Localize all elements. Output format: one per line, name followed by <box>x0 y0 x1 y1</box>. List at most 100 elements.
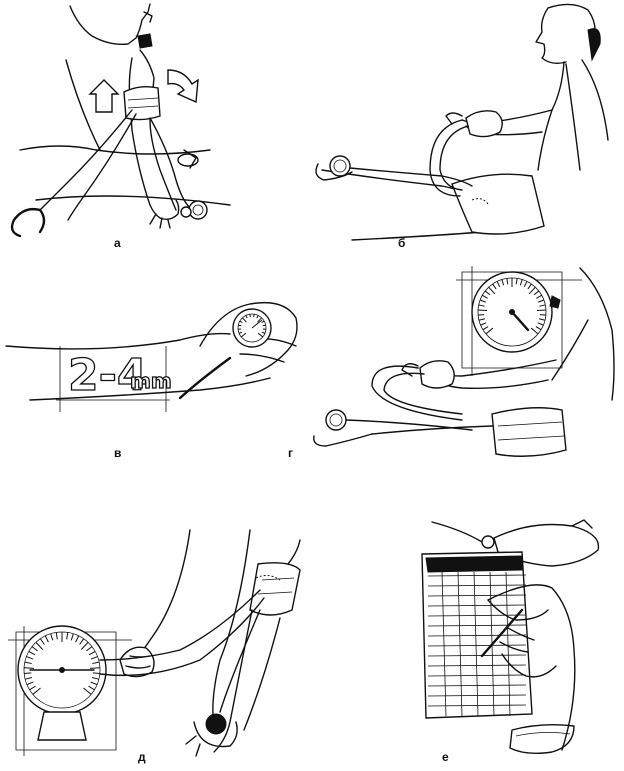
form-row-line <box>428 575 526 576</box>
illustration-panel-d: д <box>0 460 312 771</box>
caption-a: а <box>114 236 121 250</box>
caption-e: е <box>442 750 449 764</box>
gauge-tick <box>493 284 496 289</box>
gauge-tick <box>40 639 44 645</box>
gauge-tick <box>239 332 242 333</box>
gauge-tick <box>507 278 508 284</box>
gauge-tick <box>76 636 79 642</box>
form-column-line <box>474 572 478 716</box>
drawing-pressure-palpation <box>312 0 624 250</box>
gauge-tick <box>45 636 48 642</box>
gauge-tick <box>56 632 57 639</box>
gauge-tick <box>528 284 531 289</box>
gauge-tick <box>51 634 53 641</box>
cuff-gap-value: 2-4 <box>68 350 148 401</box>
gauge-tick <box>83 688 91 694</box>
gauge-tick <box>538 323 544 325</box>
gauge-tick <box>478 310 487 311</box>
gauge-tick <box>238 325 241 326</box>
gauge-tick <box>24 673 31 674</box>
caption-v: в <box>114 446 122 460</box>
form-row-line <box>428 595 526 596</box>
gauge-tick <box>536 327 541 330</box>
gauge-tick <box>536 295 541 298</box>
form-row-line <box>428 615 526 616</box>
gauge-tick <box>524 281 527 286</box>
gauge-tick <box>91 657 98 659</box>
illustration-panel-g: г <box>288 250 624 460</box>
gauge-tick <box>25 677 32 679</box>
gauge-scale <box>478 278 546 334</box>
gauge-tick <box>534 291 539 295</box>
gauge-tick <box>24 668 34 669</box>
gauge-tick <box>262 332 265 333</box>
gauge-tick <box>88 686 94 690</box>
gauge-tick <box>520 280 522 286</box>
gauge-tick <box>263 325 266 326</box>
drawing-recording-results <box>312 460 624 771</box>
gauge-tick <box>91 682 97 685</box>
gauge-tick <box>483 327 488 330</box>
gauge-tick <box>478 315 484 316</box>
form-row-line <box>428 635 526 636</box>
gauge-tick <box>538 300 544 302</box>
drawing-aneroid-reading <box>312 250 624 460</box>
gauge-tick <box>489 287 495 294</box>
gauge-tick <box>246 315 247 318</box>
form-row-line <box>428 605 526 606</box>
form-column-line <box>442 572 446 716</box>
gauge-tick <box>92 662 99 663</box>
gauge-tick <box>502 280 504 286</box>
gauge-tick <box>531 328 538 334</box>
gauge-tick <box>485 291 490 295</box>
gauge-tick <box>539 319 545 320</box>
gauge-tick <box>90 668 100 669</box>
gauge-tick <box>92 677 99 679</box>
illustration-panel-a: а <box>0 0 312 250</box>
gauge-tick <box>89 651 95 654</box>
gauge-tick <box>25 662 32 663</box>
gauge-tick <box>29 651 35 654</box>
form-column-line <box>506 572 510 716</box>
gauge-tick <box>67 632 68 639</box>
gauge-tick <box>27 682 33 685</box>
gauge-tick <box>241 333 246 337</box>
gauge-tick <box>32 647 38 651</box>
gauge-tick <box>30 686 36 690</box>
gauge-tick <box>80 639 84 645</box>
gauge-scale <box>238 314 266 337</box>
caption-b: б <box>398 236 406 250</box>
gauge-tick <box>240 321 243 322</box>
gauge-tick <box>516 278 517 284</box>
gauge-tick <box>36 642 43 649</box>
gauge-tick <box>537 310 546 311</box>
drawing-pressure-reading-stethoscope <box>0 460 312 771</box>
gauge-tick <box>482 295 487 298</box>
gauge-tick <box>497 281 500 286</box>
gauge-tick <box>93 673 100 674</box>
caption-g: г <box>288 446 293 460</box>
gauge-tick <box>529 287 535 294</box>
gauge-tick <box>486 328 493 334</box>
form-column-line <box>458 572 462 716</box>
gauge-tick <box>86 647 92 651</box>
gauge-tick <box>81 642 88 649</box>
caption-d: д <box>138 750 146 764</box>
illustration-panel-v: 2-4 mm в <box>0 250 312 460</box>
gauge-tick <box>480 300 486 302</box>
gauge-tick <box>26 657 33 659</box>
gauge-tick <box>540 315 546 316</box>
drawing-cuff-gap-measure: 2-4 mm <box>0 250 312 460</box>
gauge-tick <box>258 333 263 337</box>
drawing-cuff-application <box>0 0 312 250</box>
gauge-tick <box>479 305 485 306</box>
form-row-line <box>428 585 526 586</box>
illustration-panel-b: б <box>312 0 624 250</box>
gauge-tick <box>71 634 73 641</box>
cuff-gap-unit: mm <box>130 369 172 393</box>
gauge-tick <box>479 319 485 320</box>
illustration-panel-e: е <box>312 460 624 771</box>
gauge-tick <box>257 315 258 318</box>
gauge-tick <box>539 305 545 306</box>
gauge-tick <box>262 321 265 322</box>
